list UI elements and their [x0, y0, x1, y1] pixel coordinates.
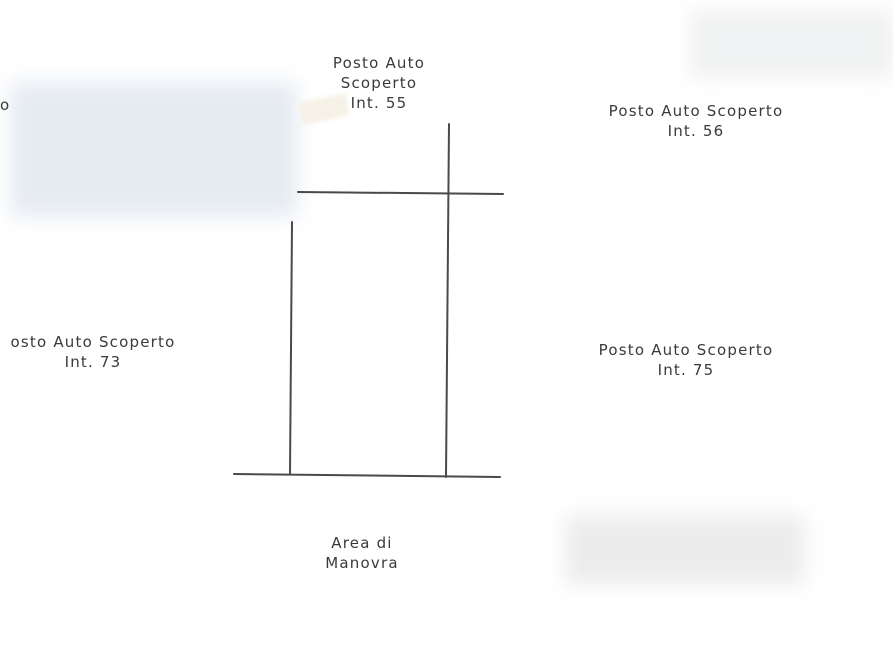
space-75-line1: Posto Auto Scoperto — [598, 341, 774, 359]
space-73-line2: Int. 73 — [64, 353, 122, 371]
redacted-block-top-right — [690, 10, 893, 78]
maneuver-line1: Area di — [331, 534, 393, 552]
space-label-int-73: osto Auto Scoperto Int. 73 — [0, 332, 186, 372]
redacted-block-top-left — [10, 82, 298, 217]
redacted-block-bottom-right — [565, 515, 805, 585]
wall-left-vertical — [289, 221, 293, 475]
space-55-line3: Int. 55 — [350, 94, 408, 112]
space-label-int-75: Posto Auto Scoperto Int. 75 — [580, 340, 792, 380]
space-55-line2: Scoperto — [340, 74, 418, 92]
space-73-line1: osto Auto Scoperto — [10, 333, 176, 351]
maneuver-area-label: Area di Manovra — [312, 533, 412, 573]
wall-right-vertical — [445, 123, 450, 478]
space-75-line2: Int. 75 — [657, 361, 715, 379]
space-55-line1: Posto Auto — [332, 54, 426, 72]
maneuver-line2: Manovra — [325, 554, 399, 572]
wall-bottom-horizontal — [233, 473, 501, 478]
wall-top-horizontal — [297, 191, 504, 195]
space-label-int-55: Posto Auto Scoperto Int. 55 — [318, 53, 440, 113]
space-56-line1: Posto Auto Scoperto — [608, 102, 784, 120]
partial-label-left: o — [0, 96, 11, 114]
space-label-int-56: Posto Auto Scoperto Int. 56 — [590, 101, 802, 141]
space-56-line2: Int. 56 — [667, 122, 725, 140]
